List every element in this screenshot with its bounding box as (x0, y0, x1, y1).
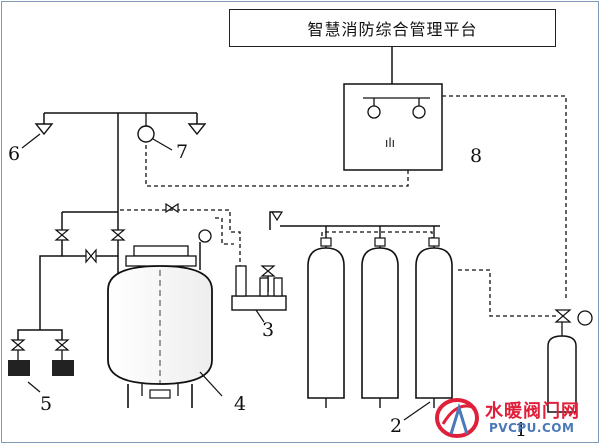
smart-fire-platform-box: 智慧消防综合管理平台 (229, 9, 556, 47)
callout-1: 1 (515, 419, 527, 441)
nozzle-6 (34, 123, 207, 136)
cylinder-icon (547, 335, 577, 413)
callout-6: 6 (8, 143, 20, 165)
callout-5: 5 (40, 393, 52, 415)
storage-tank-4 (107, 245, 223, 408)
valve-icon (165, 202, 179, 214)
callout-7: 7 (176, 141, 188, 163)
cylinder-icon (415, 247, 453, 399)
site-watermark: 水暖阀门网 PVCPU.COM (433, 394, 599, 442)
indicator-lamp-icon (412, 105, 426, 119)
weigh-units-5 (8, 350, 74, 393)
check-valve-icon (270, 211, 284, 222)
valve-icon (85, 248, 97, 264)
weight-block-icon (52, 360, 74, 376)
detector-icon (137, 125, 155, 143)
weight-block-icon (8, 360, 30, 376)
fire-controller-8: ılı (343, 83, 443, 171)
cylinder-icon (361, 247, 399, 399)
watermark-brand-cn: 水暖阀门网 (485, 401, 580, 422)
panel-mark: ılı (385, 136, 395, 150)
valve-icon (54, 339, 70, 351)
valve-icon (554, 309, 572, 323)
cylinder-icon (307, 247, 345, 399)
pressure-gauge-icon (577, 310, 593, 326)
valve-icon (10, 339, 26, 351)
callout-2: 2 (390, 415, 402, 437)
nozzle-icon (34, 123, 54, 136)
valve-icon (54, 229, 70, 241)
selector-valve-3 (231, 211, 287, 323)
valve-icon (110, 229, 126, 241)
callout-8: 8 (470, 145, 482, 167)
fire-detector-7 (137, 113, 173, 151)
valves (10, 202, 572, 351)
start-cylinder-1 (547, 322, 577, 413)
watermark-brand-en: PVCPU.COM (489, 421, 575, 435)
indicator-lamp-icon (367, 105, 381, 119)
valve-icon (260, 265, 276, 277)
nozzle-icon (187, 123, 207, 136)
callout-3: 3 (262, 319, 274, 341)
platform-label: 智慧消防综合管理平台 (307, 20, 478, 39)
pv-logo-icon (435, 398, 479, 438)
pressure-gauge-icon (198, 229, 212, 243)
gas-cylinders-2 (307, 226, 453, 421)
callout-4: 4 (234, 393, 246, 415)
